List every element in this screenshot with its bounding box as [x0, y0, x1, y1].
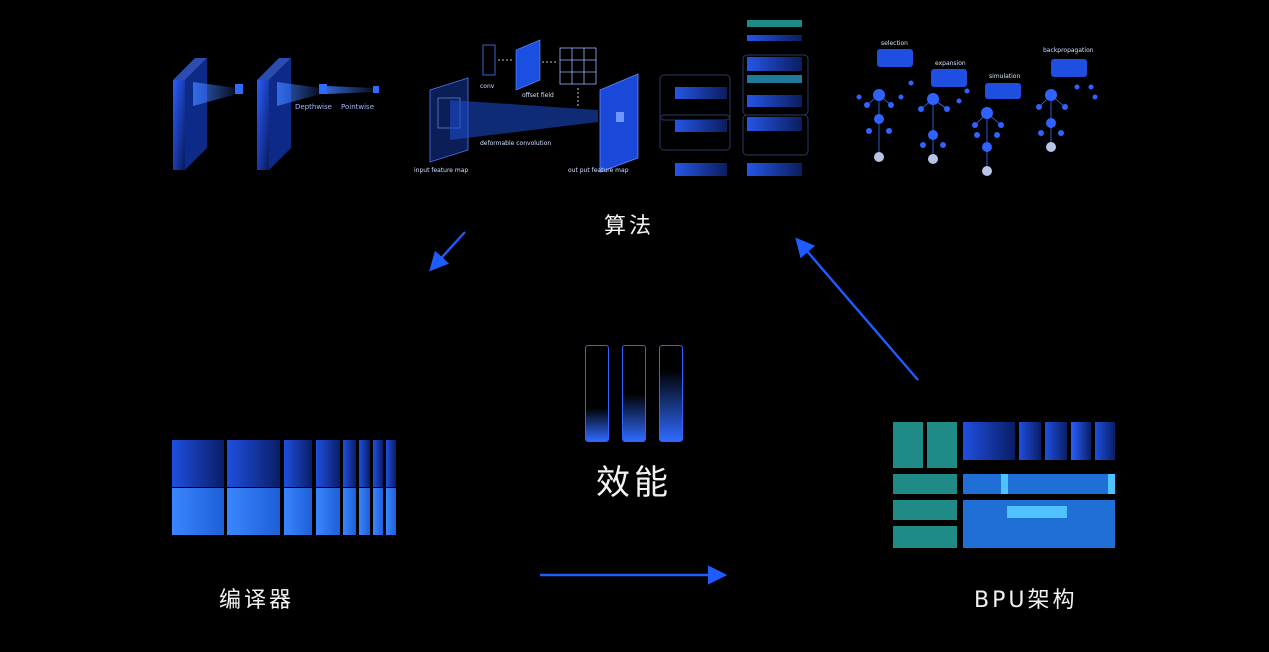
bpu-block-teal-5 [893, 526, 957, 548]
output-map-label: out put feature map [568, 167, 629, 174]
depthwise-label: Depthwise [295, 103, 332, 111]
expansion-label: expansion [935, 60, 966, 67]
compiler-block-7 [373, 440, 383, 487]
efficiency-bar-1-fill [586, 407, 608, 441]
bpu-bus-marker-1 [1001, 474, 1008, 494]
compiler-block-12 [316, 488, 340, 535]
bpu-block-teal-1 [893, 422, 923, 468]
compiler-block-10 [227, 488, 280, 535]
simulation-label: simulation [989, 73, 1020, 80]
compiler-block-15 [373, 488, 383, 535]
compiler-block-9 [172, 488, 224, 535]
bpu-block-teal-2 [927, 422, 957, 468]
network-stack-figure [659, 20, 809, 176]
backpropagation-label: backpropagation [1043, 47, 1094, 54]
depthwise-pointwise-figure: Depthwise Pointwise [173, 58, 379, 170]
efficiency-bar-2 [622, 345, 646, 442]
compiler-block-14 [359, 488, 370, 535]
efficiency-bars [585, 345, 685, 442]
bpu-block-blue-1 [963, 422, 1015, 460]
compiler-block-16 [386, 488, 396, 535]
compiler-block-6 [359, 440, 370, 487]
compiler-block-5 [343, 440, 356, 487]
bpu-block-blue-5 [1095, 422, 1115, 460]
bpu-core [963, 500, 1115, 548]
efficiency-bar-2-fill [623, 393, 645, 441]
efficiency-label: 效能 [596, 463, 672, 503]
compiler-block-1 [172, 440, 224, 487]
compiler-block-2 [227, 440, 280, 487]
bpu-block-teal-3 [893, 474, 957, 494]
arrow-bpu-to-algorithm [795, 237, 919, 381]
deformable-convolution-figure: conv offset field deformable convolution… [414, 39, 639, 174]
offset-field-label: offset field [522, 92, 554, 99]
input-map-label: input feature map [414, 167, 468, 174]
compiler-label: 编译器 [219, 588, 295, 613]
bpu-block-blue-3 [1045, 422, 1067, 460]
deformable-label: deformable convolution [480, 140, 551, 147]
pointwise-label: Pointwise [341, 103, 374, 111]
compiler-block-8 [386, 440, 396, 487]
bpu-block-blue-4 [1071, 422, 1091, 460]
bpu-bus [963, 474, 1115, 494]
bpu-block-blue-2 [1019, 422, 1041, 460]
compiler-block-13 [343, 488, 356, 535]
compiler-block-4 [316, 440, 340, 487]
arrow-algorithm-to-compiler [429, 231, 466, 272]
efficiency-bar-3-fill [660, 369, 682, 441]
bpu-block-teal-4 [893, 500, 957, 520]
efficiency-bar-1 [585, 345, 609, 442]
compiler-block-11 [284, 488, 312, 535]
bpu-figure [893, 422, 1115, 549]
bpu-core-highlight [1007, 506, 1067, 518]
bpu-label: BPU架构 [974, 588, 1078, 613]
compiler-block-3 [284, 440, 312, 487]
conv-label: conv [480, 83, 495, 90]
mcts-tree-figure: selection expansion simulation backpropa… [856, 40, 1098, 176]
compiler-figure [172, 440, 396, 535]
selection-label: selection [881, 40, 908, 47]
algorithm-label: 算法 [604, 214, 655, 239]
efficiency-bar-3 [659, 345, 683, 442]
bpu-bus-marker-2 [1108, 474, 1115, 494]
